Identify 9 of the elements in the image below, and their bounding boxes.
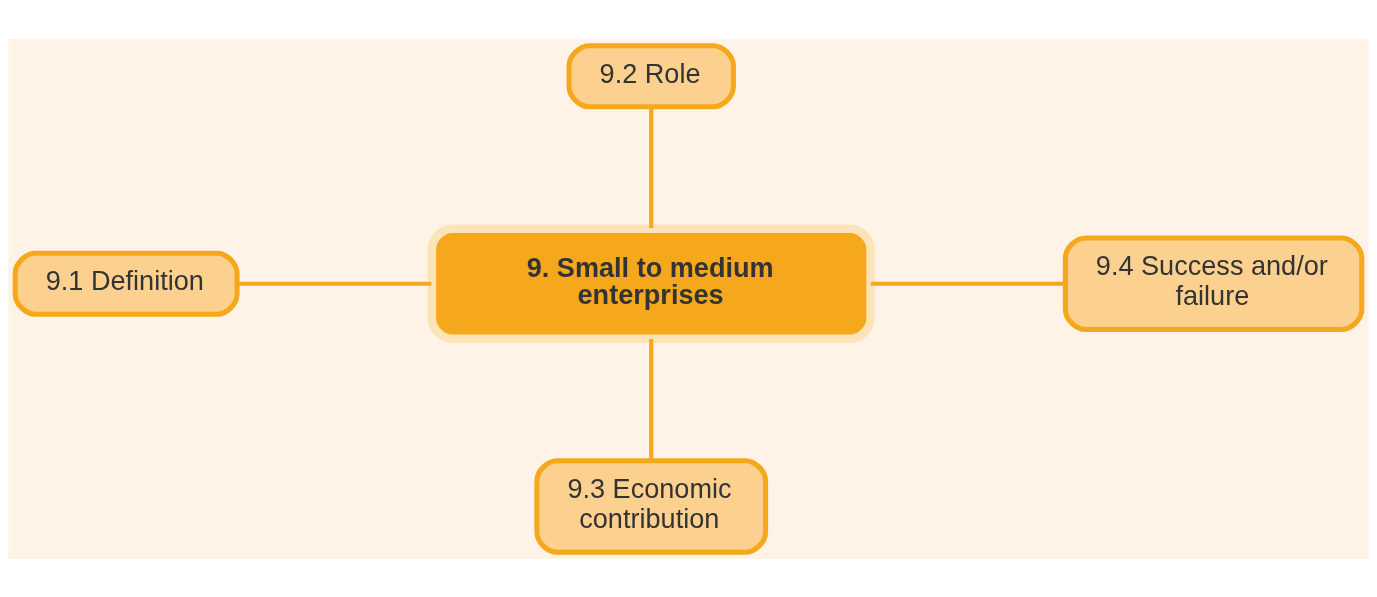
node-box: 9.1 Definition (12, 250, 240, 317)
node-box: 9. Small to medium enterprises (427, 223, 875, 343)
node-box: 9.3 Economic contribution (534, 457, 769, 555)
node-box: 9.4 Success and/or failure (1062, 235, 1365, 332)
connector (649, 338, 654, 461)
connector (237, 281, 432, 286)
connector (870, 281, 1065, 286)
connector (649, 106, 654, 228)
node-box: 9.2 Role (566, 42, 736, 109)
